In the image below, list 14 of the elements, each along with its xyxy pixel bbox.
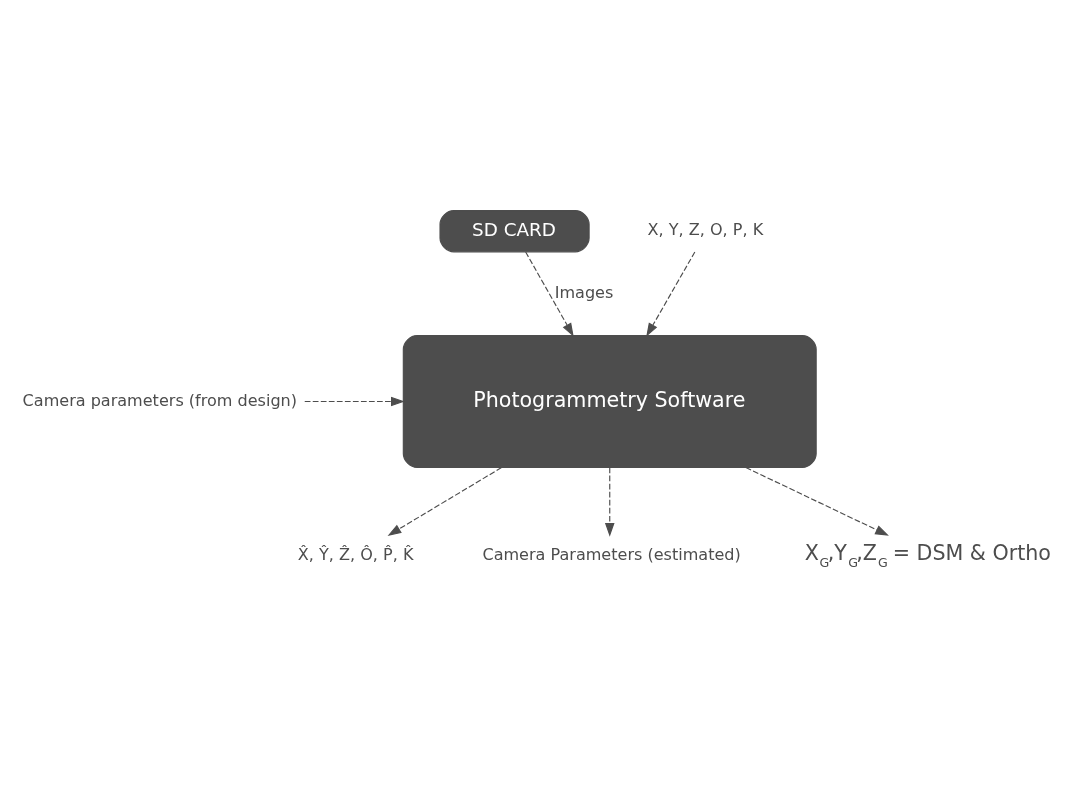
node-text: X, Y, Z, O, P, K: [647, 220, 764, 240]
arrow: [387, 467, 503, 536]
node-box: Photogrammetry Software: [402, 335, 817, 469]
edge-label: Images: [554, 282, 614, 302]
node-text: X̂, Ŷ, Ẑ, Ô, P̂, K̂: [297, 545, 414, 565]
node-text: Camera Parameters (estimated): [482, 545, 741, 565]
arrow: [745, 467, 889, 536]
node-text: X$_{G}$,Y$_{G}$,Z$_{G}$ = DSM & Ortho: [804, 540, 1051, 571]
arrow: [304, 396, 405, 407]
arrow: [646, 251, 696, 337]
arrow: [525, 251, 574, 337]
node-text: Camera parameters (from design): [22, 390, 298, 410]
node-box: SD CARD: [439, 210, 590, 253]
arrow: [604, 467, 615, 537]
